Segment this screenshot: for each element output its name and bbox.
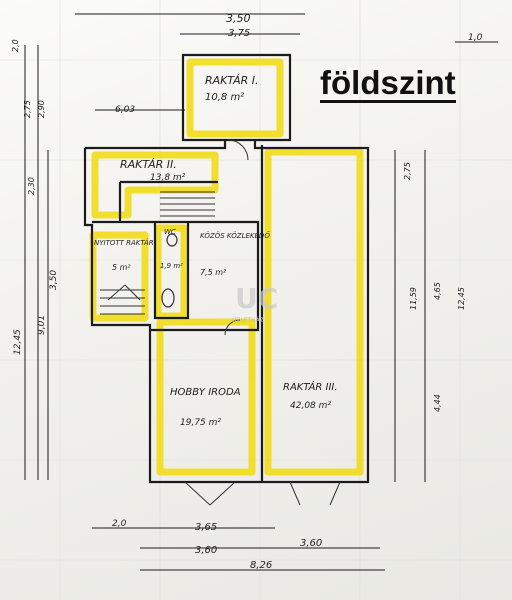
highlight-raktar-2 — [91, 151, 219, 219]
dim-bottom-5: 8,26 — [250, 560, 272, 571]
dim-bottom-4: 3,60 — [300, 538, 322, 549]
room-area-kozos: 7,5 m² — [200, 268, 227, 277]
dimension-lines — [24, 13, 498, 571]
doors — [184, 139, 341, 506]
dim-left-4: 2,30 — [27, 177, 36, 195]
room-label-raktar-2: RAKTÁR II. — [120, 158, 177, 171]
watermark-logo: UC — [235, 282, 278, 315]
wall-raktar-2-inner — [92, 180, 218, 224]
wall-wc — [153, 222, 190, 320]
dim-right-3: 11,59 — [409, 287, 418, 310]
highlight-hobby — [156, 318, 256, 476]
toilet-icon — [166, 233, 178, 247]
wall-inner — [150, 220, 260, 332]
room-label-raktar-1: RAKTÁR I. — [205, 74, 259, 87]
floor-title: földszint — [320, 64, 456, 103]
dim-bottom-3: 3,60 — [195, 545, 217, 556]
room-area-raktar-2: 13,8 m² — [150, 173, 186, 183]
dim-left-7: 12,45 — [13, 329, 23, 355]
dim-top-2: 3,75 — [228, 28, 250, 39]
room-area-wc: 1,9 m² — [160, 262, 183, 270]
room-label-wc: WC — [164, 228, 176, 236]
dim-bottom-2: 3,65 — [195, 522, 217, 533]
room-label-raktar-3: RAKTÁR III. — [283, 380, 338, 393]
dim-top-3: 1,0 — [468, 33, 483, 43]
dim-right-4: 12,45 — [457, 287, 466, 310]
walls — [83, 53, 370, 484]
dim-top-1: 3,50 — [226, 12, 251, 25]
dim-right-2: 4,65 — [433, 282, 442, 300]
wall-left — [83, 148, 262, 484]
dim-right-5: 4,44 — [433, 394, 442, 412]
highlight-raktar-1 — [186, 58, 284, 138]
dim-right-1: 2,75 — [403, 162, 412, 180]
washbasin-icon — [161, 288, 175, 308]
dim-left-8: 6,03 — [115, 105, 135, 115]
room-label-nyitott: NYITOTT RAKTÁR — [94, 238, 154, 247]
dim-left-1: 2,0 — [11, 39, 20, 52]
watermark-text: ÜZLETHÁZ — [232, 317, 264, 324]
wall-outer — [85, 140, 370, 484]
room-label-kozos: KÖZÖS KÖZLEKEDŐ — [200, 231, 270, 240]
room-highlights — [89, 58, 364, 476]
dim-bottom-1: 2,0 — [112, 519, 127, 529]
highlight-raktar-3 — [264, 148, 364, 476]
room-area-nyitott: 5 m² — [112, 263, 131, 272]
room-area-raktar-1: 10,8 m² — [205, 92, 244, 103]
room-label-hobby: HOBBY IRODA — [170, 387, 241, 398]
room-area-raktar-3: 42,08 m² — [290, 401, 331, 411]
dim-left-5: 3,50 — [49, 270, 59, 290]
dim-left-2: 2,75 — [23, 100, 32, 118]
room-area-hobby: 19,75 m² — [180, 418, 221, 428]
dim-left-3: 2,90 — [37, 100, 46, 118]
highlight-wc — [154, 224, 188, 320]
stairs — [100, 191, 215, 315]
wall-raktar-1 — [181, 53, 292, 142]
dim-left-6: 9,01 — [37, 315, 47, 335]
